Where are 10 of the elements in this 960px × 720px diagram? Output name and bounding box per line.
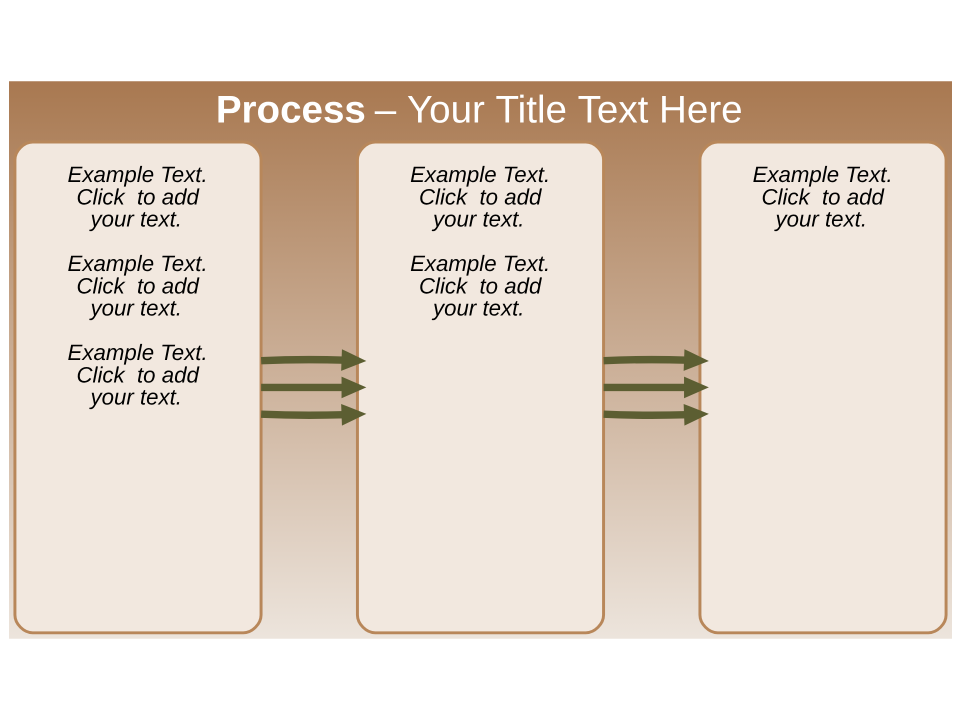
arrow — [260, 404, 366, 426]
arrow — [602, 349, 708, 371]
arrow — [602, 404, 708, 426]
arrow — [603, 376, 708, 398]
arrow — [260, 376, 366, 398]
node-box: Example Text. Click to add your text. Example Text. Click to add your text. Example Text. Click to add your text. — [12, 140, 262, 634]
node-box: Example Text. Click to add your text. Example Text. Click to add your text. — [355, 140, 605, 634]
diagram-title: Process – Your Title Text Here — [215, 88, 742, 132]
node-box: Example Text. Click to add your text. — [698, 140, 948, 634]
arrow — [260, 349, 366, 371]
